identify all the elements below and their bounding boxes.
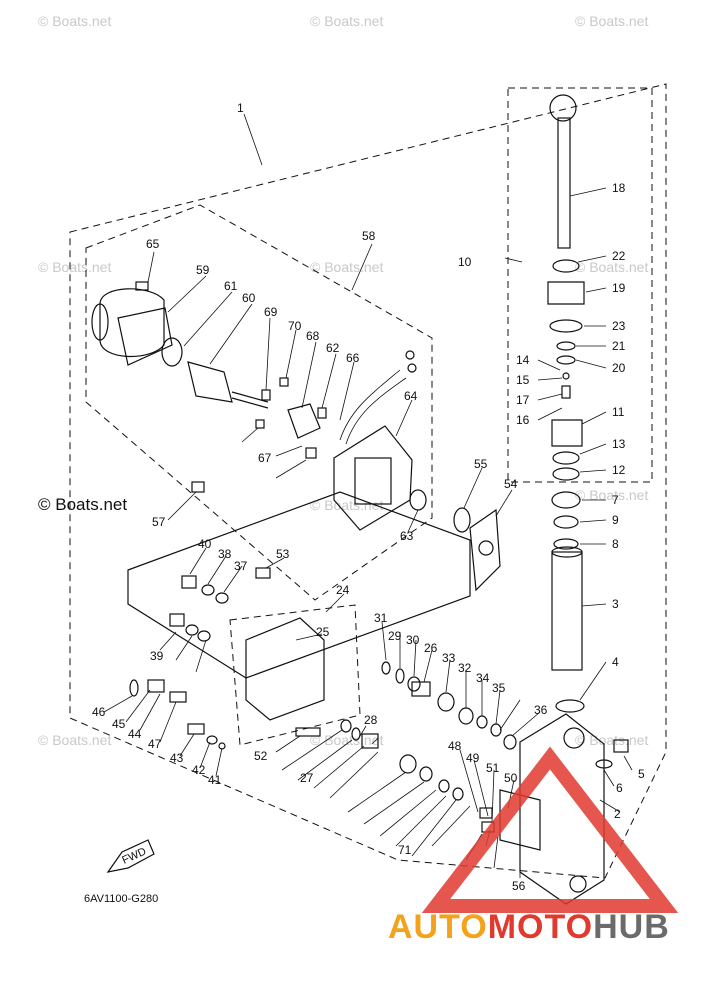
assembly-outlines (69, 83, 667, 879)
watermark: © Boats.net (310, 259, 383, 275)
callout-label: 50 (504, 771, 518, 785)
callout-label: 63 (400, 529, 414, 543)
callout-label: 34 (476, 671, 490, 685)
fwd-arrow-icon (106, 839, 155, 873)
callout-label: 17 (516, 393, 530, 407)
watermark: © Boats.net (310, 732, 383, 748)
callout-label: 22 (612, 249, 626, 263)
callout-label: 9 (612, 513, 619, 527)
callout-label: 19 (612, 281, 626, 295)
brand-triangle-icon (421, 746, 679, 913)
callout-label: 52 (254, 749, 268, 763)
watermark: © Boats.net (575, 13, 648, 29)
callout-label: 32 (458, 661, 472, 675)
watermark: © Boats.net (575, 487, 648, 503)
callout-label: 29 (388, 629, 402, 643)
diagram-code: 6AV1100-G280 (84, 893, 158, 905)
callout-label: 66 (346, 351, 360, 365)
callout-label: 25 (316, 625, 330, 639)
callout-label: 49 (466, 751, 480, 765)
brand-part-auto: AUTO (388, 908, 488, 946)
callout-label: 13 (612, 437, 626, 451)
callout-label: 45 (112, 717, 126, 731)
callout-label: 1 (237, 101, 244, 115)
watermark: © Boats.net (38, 259, 111, 275)
callout-label: 23 (612, 319, 626, 333)
callout-labels: 1 2 3 4 5 6 7 8 9 10 11 12 13 14 15 16 1… (92, 101, 645, 893)
callout-label: 5 (638, 767, 645, 781)
brand-logo: AUTOMOTOHUB (388, 746, 679, 946)
watermark-primary: © Boats.net (38, 495, 127, 514)
callout-label: 24 (336, 583, 350, 597)
leader-lines (103, 113, 633, 878)
watermark-layer: © Boats.net © Boats.net © Boats.net © Bo… (38, 13, 648, 748)
callout-label: 2 (614, 807, 621, 821)
callout-label: 18 (612, 181, 626, 195)
callout-label: 31 (374, 611, 388, 625)
callout-label: 8 (612, 537, 619, 551)
callout-label: 37 (234, 559, 248, 573)
callout-label: 12 (612, 463, 626, 477)
callout-label: 20 (612, 361, 626, 375)
callout-label: 16 (516, 413, 530, 427)
callout-label: 26 (424, 641, 438, 655)
callout-label: 65 (146, 237, 160, 251)
callout-label: 6 (616, 781, 623, 795)
callout-label: 55 (474, 457, 488, 471)
callout-label: 42 (192, 763, 206, 777)
watermark: © Boats.net (575, 259, 648, 275)
callout-label: 57 (152, 515, 166, 529)
callout-label: 64 (404, 389, 418, 403)
callout-label: 11 (612, 405, 625, 419)
watermark: © Boats.net (310, 13, 383, 29)
watermark: © Boats.net (38, 732, 111, 748)
callout-label: 40 (198, 537, 212, 551)
callout-label: 48 (448, 739, 462, 753)
callout-label: 56 (512, 879, 526, 893)
callout-label: 44 (128, 727, 142, 741)
callout-label: 54 (504, 477, 518, 491)
svg-text:AUTOMOTOHUB: AUTOMOTOHUB (388, 908, 670, 946)
brand-part-moto: MOTO (488, 908, 593, 946)
watermark: © Boats.net (575, 732, 648, 748)
callout-label: 70 (288, 319, 302, 333)
callout-label: 51 (486, 761, 500, 775)
callout-label: 33 (442, 651, 456, 665)
callout-label: 10 (458, 255, 472, 269)
callout-label: 53 (276, 547, 290, 561)
callout-label: 60 (242, 291, 256, 305)
callout-label: 7 (612, 493, 619, 507)
callout-label: 3 (612, 597, 619, 611)
callout-label: 67 (258, 451, 272, 465)
callout-label: 62 (326, 341, 340, 355)
callout-label: 71 (398, 843, 412, 857)
callout-label: 15 (516, 373, 530, 387)
callout-label: 27 (300, 771, 314, 785)
callout-label: 35 (492, 681, 506, 695)
callout-label: 36 (534, 703, 548, 717)
fwd-label: FWD (120, 846, 148, 867)
callout-label: 38 (218, 547, 232, 561)
callout-label: 28 (364, 713, 378, 727)
callout-label: 39 (150, 649, 164, 663)
callout-label: 59 (196, 263, 210, 277)
callout-label: 61 (224, 279, 238, 293)
callout-label: 46 (92, 705, 106, 719)
callout-label: 41 (208, 773, 222, 787)
callout-label: 14 (516, 353, 530, 367)
callout-label: 30 (406, 633, 420, 647)
callout-label: 4 (612, 655, 619, 669)
callout-label: 21 (612, 339, 626, 353)
brand-part-hub: HUB (593, 908, 670, 946)
watermark: © Boats.net (38, 13, 111, 29)
callout-label: 68 (306, 329, 320, 343)
callout-label: 43 (170, 751, 184, 765)
callout-label: 69 (264, 305, 278, 319)
callout-label: 47 (148, 737, 162, 751)
callout-label: 58 (362, 229, 376, 243)
